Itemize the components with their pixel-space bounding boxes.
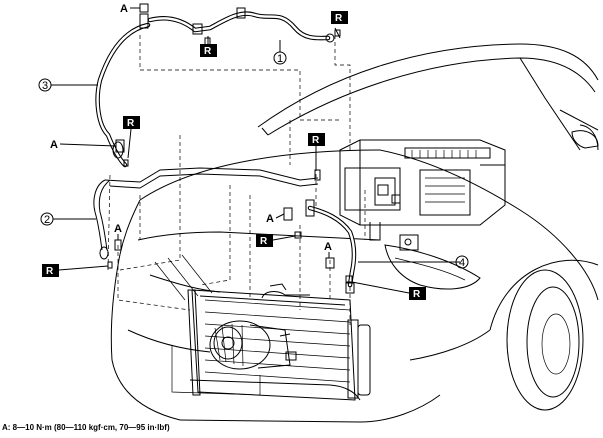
replace-badge-left-upper: R (123, 116, 140, 159)
hvac-unit (339, 139, 506, 251)
part-number-callouts: 1 2 3 4 (38, 40, 469, 269)
torque-label-top: A (120, 3, 128, 15)
part-callout-2: 2 (40, 212, 96, 226)
replace-badge-top-center: R (200, 36, 217, 57)
replace-badge-right-lower: R (351, 281, 426, 300)
vehicle-body (110, 43, 599, 423)
compressor (171, 320, 297, 396)
svg-text:3: 3 (42, 80, 48, 92)
svg-text:R: R (204, 46, 212, 57)
replace-callouts: R R R R R R R (42, 11, 426, 300)
part-callout-4: 4 (455, 255, 469, 269)
svg-text:2: 2 (44, 214, 50, 226)
bolts (107, 3, 353, 283)
svg-text:R: R (260, 236, 268, 247)
torque-label-lower-right: A (324, 241, 332, 253)
torque-label-center: A (266, 213, 274, 225)
part-4-pipe (305, 199, 460, 294)
replace-badge-left-lower: R (42, 264, 109, 277)
replace-badge-center-upper: R (308, 133, 325, 170)
svg-text:1: 1 (277, 53, 283, 65)
svg-text:R: R (312, 135, 320, 146)
replace-badge-top-right: R (331, 11, 348, 24)
torque-callouts: A A A A A (50, 3, 332, 258)
part-1-pipe (147, 7, 341, 43)
svg-text:R: R (127, 118, 135, 129)
svg-text:R: R (46, 266, 54, 277)
svg-text:4: 4 (459, 257, 465, 269)
torque-specification-note: A: 8—10 N·m (80—110 kgf·cm, 70—95 in·lbf… (2, 423, 170, 432)
part-3-hose (95, 13, 151, 168)
part-2-pipe (93, 167, 319, 260)
condenser (187, 283, 371, 401)
leader-lines (107, 35, 366, 325)
replace-badge-center-lower: R (256, 234, 296, 247)
torque-label-lower-left: A (114, 223, 122, 235)
part-callout-3: 3 (38, 78, 98, 92)
torque-label-left: A (50, 139, 58, 151)
svg-text:R: R (335, 13, 343, 24)
svg-text:R: R (413, 289, 421, 300)
part-callout-1: 1 (273, 40, 287, 65)
